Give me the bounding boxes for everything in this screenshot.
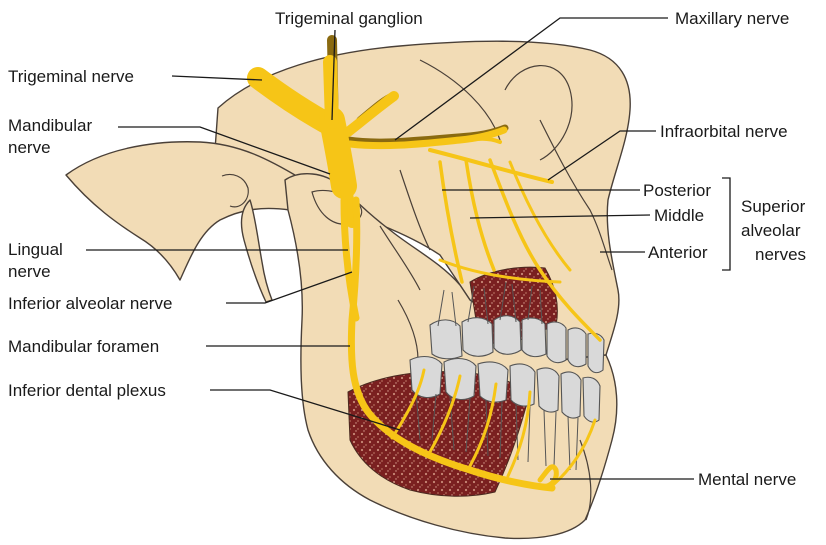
trigeminal-ganglion-shape bbox=[332, 120, 344, 186]
label-mandibular-foramen: Mandibular foramen bbox=[8, 337, 159, 356]
label-maxillary-nerve: Maxillary nerve bbox=[675, 9, 789, 28]
label-inferior-dental-plexus: Inferior dental plexus bbox=[8, 381, 166, 400]
styloid bbox=[242, 200, 272, 302]
label-mandibular-nerve-line1: Mandibular bbox=[8, 116, 92, 135]
label-superior: Superior bbox=[741, 197, 806, 216]
label-lingual-nerve-line1: Lingual bbox=[8, 240, 63, 259]
label-trigeminal-nerve: Trigeminal nerve bbox=[8, 67, 134, 86]
label-mandibular-nerve-line2: nerve bbox=[8, 138, 51, 157]
label-nerves: nerves bbox=[755, 245, 806, 264]
label-infraorbital-nerve: Infraorbital nerve bbox=[660, 122, 788, 141]
label-posterior: Posterior bbox=[643, 181, 711, 200]
label-inferior-alveolar-nerve: Inferior alveolar nerve bbox=[8, 294, 172, 313]
label-lingual-nerve-line2: nerve bbox=[8, 262, 51, 281]
label-trigeminal-ganglion: Trigeminal ganglion bbox=[275, 9, 423, 28]
label-alveolar: alveolar bbox=[741, 221, 801, 240]
label-middle: Middle bbox=[654, 206, 704, 225]
label-anterior: Anterior bbox=[648, 243, 708, 262]
label-mental-nerve: Mental nerve bbox=[698, 470, 796, 489]
